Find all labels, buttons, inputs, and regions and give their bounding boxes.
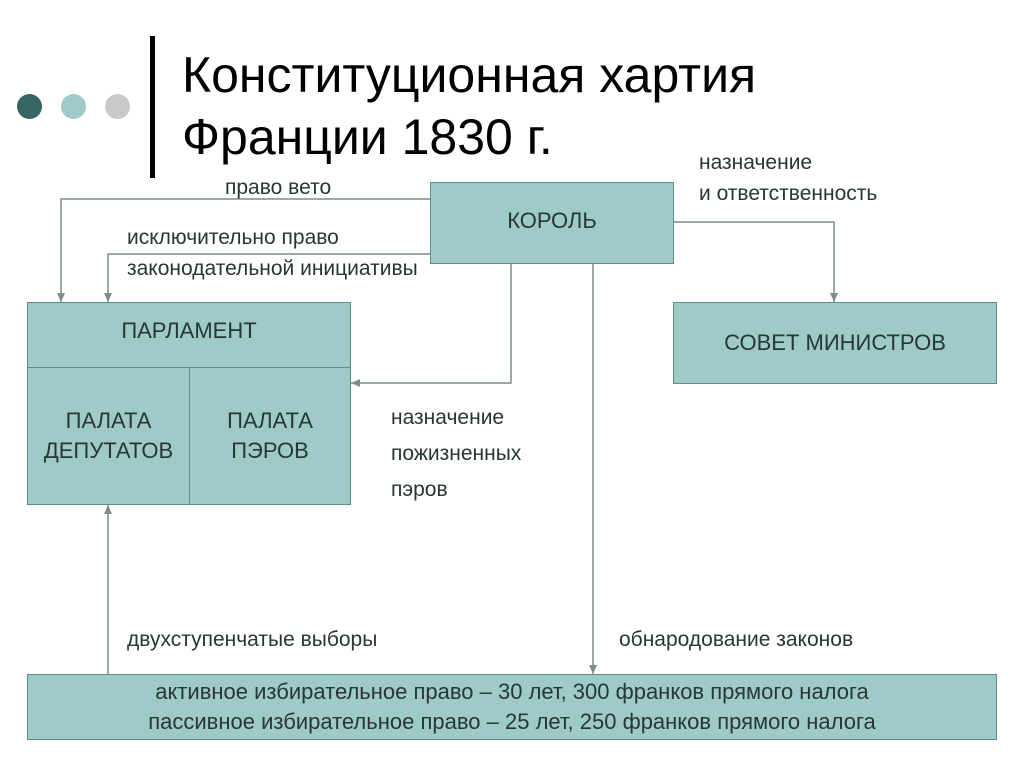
peers-chamber: ПАЛАТА ПЭРОВ bbox=[189, 367, 351, 505]
parliament-header: ПАРЛАМЕНТ bbox=[27, 302, 351, 368]
parliament-label: ПАРЛАМЕНТ bbox=[121, 318, 257, 343]
parliament-box: ПАРЛАМЕНТ ПАЛАТА ДЕПУТАТОВ ПАЛАТА ПЭРОВ bbox=[27, 302, 351, 505]
page-title: Конституционная хартия Франции 1830 г. bbox=[182, 44, 756, 168]
promulgation-label: обнародование законов bbox=[619, 628, 854, 651]
king-box: КОРОЛЬ bbox=[430, 182, 674, 264]
ministers-appointment-label: назначение и ответственность bbox=[699, 147, 877, 209]
peers-appointment-line-1: назначение bbox=[391, 406, 505, 429]
deputies-line-1: ПАЛАТА bbox=[65, 408, 152, 433]
ministers-appointment-line-1: назначение bbox=[699, 151, 813, 174]
ministers-label: СОВЕТ МИНИСТРОВ bbox=[724, 330, 946, 355]
passive-suffrage: пассивное избирательное право – 25 лет, … bbox=[148, 709, 876, 734]
initiative-line-2: законодательной инициативы bbox=[127, 257, 418, 280]
peers-line-1: ПАЛАТА bbox=[227, 408, 313, 433]
ministers-box: СОВЕТ МИНИСТРОВ bbox=[673, 302, 997, 384]
veto-arrow bbox=[57, 198, 431, 302]
initiative-arrow bbox=[104, 253, 431, 302]
active-suffrage: активное избирательное право – 30 лет, 3… bbox=[155, 679, 869, 704]
deputies-chamber: ПАЛАТА ДЕПУТАТОВ bbox=[27, 367, 190, 505]
deputies-line-2: ДЕПУТАТОВ bbox=[43, 438, 174, 463]
ministers-arrow bbox=[673, 221, 838, 302]
ministers-appointment-line-2: и ответственность bbox=[699, 182, 878, 205]
title-divider bbox=[150, 36, 155, 178]
peers-appointment-line-2: пожизненных bbox=[391, 442, 522, 465]
dot-light-icon bbox=[105, 94, 130, 119]
peers-line-2: ПЭРОВ bbox=[231, 438, 309, 463]
veto-label: право вето bbox=[225, 176, 332, 199]
dot-dark-icon bbox=[17, 94, 42, 119]
title-line-2: Франции 1830 г. bbox=[182, 109, 553, 165]
dot-mid-icon bbox=[61, 94, 86, 119]
initiative-label: исключительно право законодательной иниц… bbox=[127, 222, 418, 284]
initiative-line-1: исключительно право bbox=[127, 226, 339, 249]
title-line-1: Конституционная хартия bbox=[182, 47, 757, 103]
peers-appointment-line-3: пэров bbox=[391, 478, 448, 501]
elections-label: двухступенчатые выборы bbox=[127, 628, 378, 651]
king-label: КОРОЛЬ bbox=[507, 208, 597, 233]
peers-appointment-label: назначение пожизненных пэров bbox=[391, 400, 521, 508]
peers-appointment-arrow bbox=[351, 263, 512, 387]
electorate-box: активное избирательное право – 30 лет, 3… bbox=[27, 674, 997, 740]
